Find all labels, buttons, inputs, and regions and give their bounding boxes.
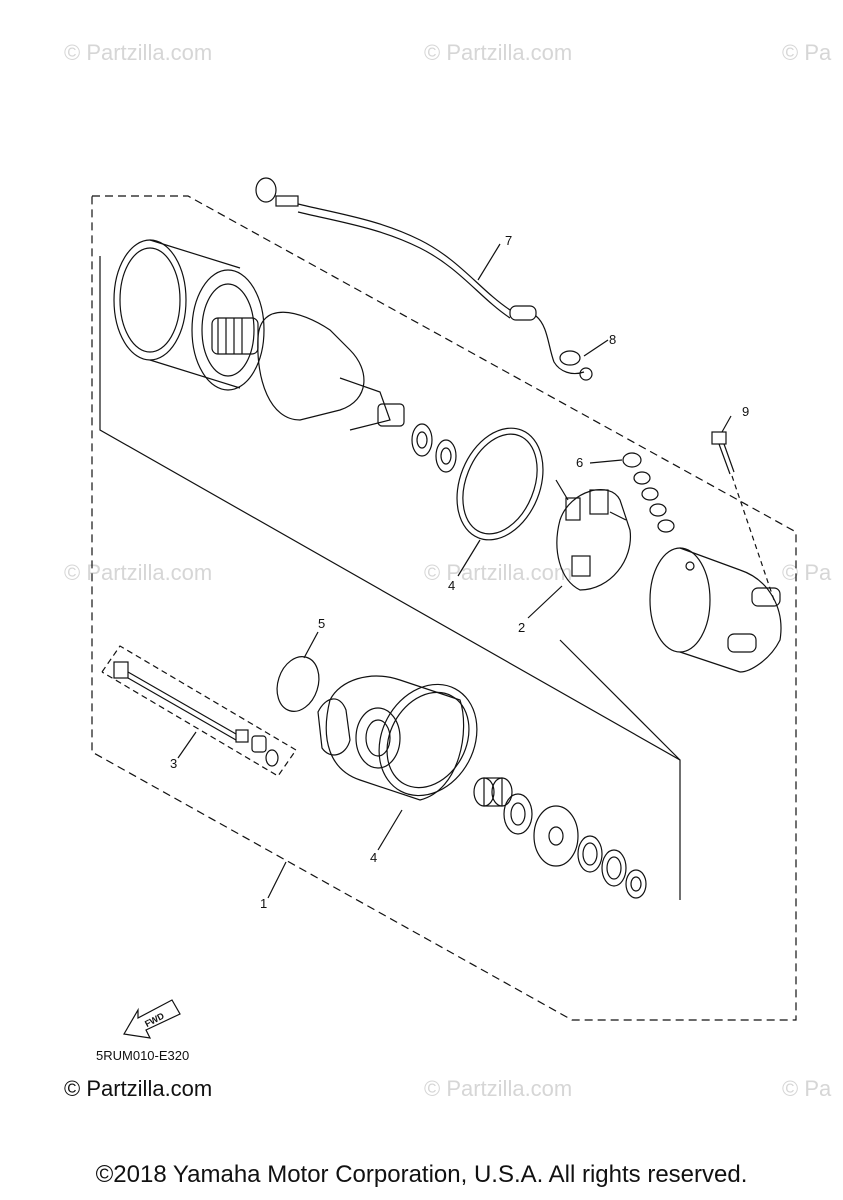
- inner-boundary: [99, 256, 681, 900]
- callout-8: 8: [609, 332, 616, 347]
- watermark-mid-center: © Partzilla.com: [424, 560, 573, 585]
- end-cover: [649, 547, 782, 673]
- washer-3: [625, 869, 647, 899]
- callout-5: 5: [318, 616, 325, 631]
- lead-wire-7: [255, 177, 593, 381]
- nut-8: [559, 350, 581, 366]
- o-ring-5: [276, 656, 320, 712]
- shim-1: [411, 423, 433, 457]
- assembly-boundary: [91, 195, 797, 1021]
- watermark-bottom-right: © Pa: [782, 1076, 832, 1101]
- copyright-notice: ©2018 Yamaha Motor Corporation, U.S.A. A…: [95, 1161, 748, 1188]
- brush-holder: [555, 479, 631, 591]
- callout-4-upper: 4: [448, 578, 455, 593]
- oil-seal: [503, 793, 533, 835]
- o-ring-upper: [456, 427, 544, 541]
- bolt-9: [711, 431, 775, 601]
- o-ring-lower: [378, 683, 478, 797]
- callout-7: 7: [505, 233, 512, 248]
- callout-1: 1: [260, 896, 267, 911]
- front-cover: [317, 675, 465, 801]
- callout-3: 3: [170, 756, 177, 771]
- nut-6: [622, 452, 642, 468]
- watermark-mid-left: © Partzilla.com: [64, 560, 213, 585]
- site-mark: © Partzilla.com: [64, 1076, 213, 1101]
- shim-2: [435, 439, 457, 473]
- watermark-bottom-center: © Partzilla.com: [424, 1076, 573, 1101]
- washer-large: [533, 805, 579, 867]
- callout-2: 2: [518, 620, 525, 635]
- washer-1: [577, 835, 603, 873]
- armature: [211, 311, 405, 431]
- through-bolt-set: [101, 645, 297, 777]
- callout-6: 6: [576, 455, 583, 470]
- bearing: [473, 777, 513, 807]
- yoke-housing: [113, 239, 265, 391]
- callout-9: 9: [742, 404, 749, 419]
- callout-4-lower: 4: [370, 850, 377, 865]
- fwd-arrow-icon: [123, 999, 181, 1039]
- washer-2: [601, 849, 627, 887]
- drawing-code: 5RUM010-E320: [96, 1048, 190, 1063]
- watermark-top-left: © Partzilla.com: [64, 40, 213, 65]
- watermark-top-center: © Partzilla.com: [424, 40, 573, 65]
- watermark-mid-right: © Pa: [782, 560, 832, 585]
- watermark-top-right: © Pa: [782, 40, 832, 65]
